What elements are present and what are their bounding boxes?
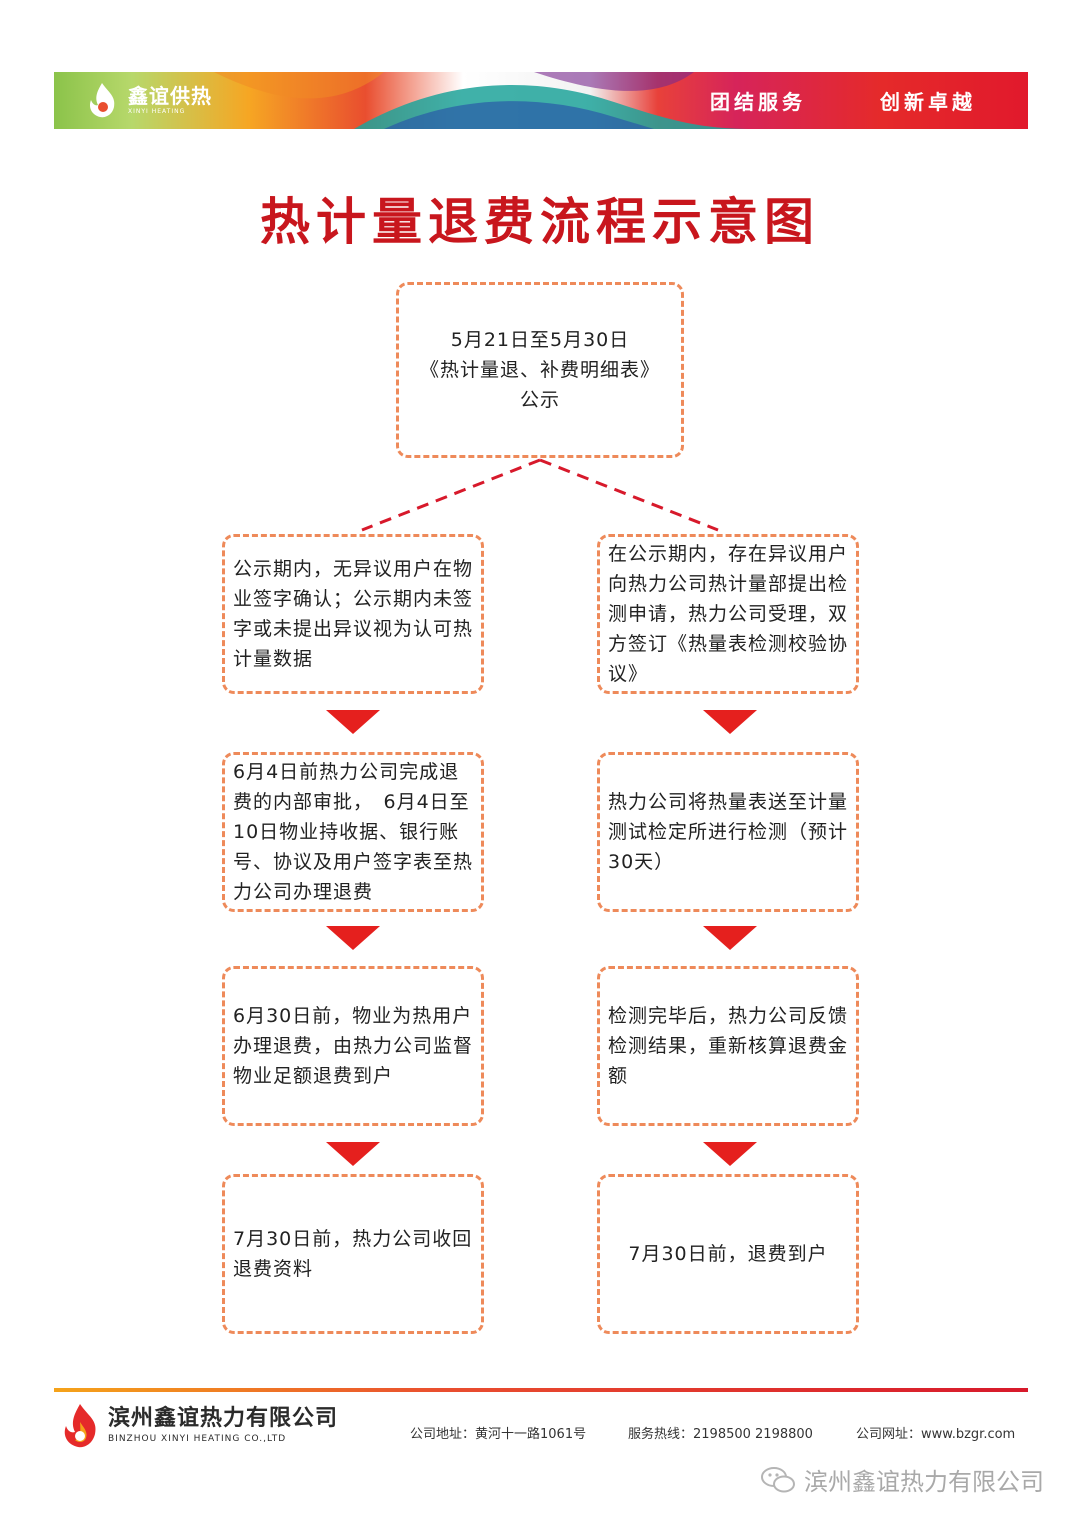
flow-left-step-1: 公示期内，无异议用户在物业签字确认；公示期内未签字或未提出异议视为认可热计量数据 [222,534,484,694]
slogan-left: 团结服务 [710,90,806,114]
arrow-down-icon [326,710,380,734]
page-title: 热计量退费流程示意图 [260,193,820,251]
top-box-line-3: 公示 [519,389,560,411]
banner-wave-decoration [214,72,754,129]
flame-logo-icon [90,83,115,118]
step-text: 热力公司将热量表送至计量测试检定所进行检测（预计30天） [608,791,849,873]
flow-right-step-2: 热力公司将热量表送至计量测试检定所进行检测（预计30天） [597,752,859,912]
flow-top-box: 5月21日至5月30日 《热计量退、补费明细表》 公示 [396,282,684,458]
arrow-down-icon [326,926,380,950]
footer-divider [54,1388,1028,1392]
header-banner [54,72,1028,129]
watermark-text: 滨州鑫谊热力有限公司 [804,1468,1044,1496]
footer-website: 公司网址：www.bzgr.com [856,1427,1016,1442]
wechat-icon [761,1466,795,1492]
step-text: 7月30日前，热力公司收回退费资料 [233,1228,473,1280]
arrow-down-icon [703,710,757,734]
step-text: 公示期内，无异议用户在物业签字确认；公示期内未签字或未提出异议视为认可热计量数据 [233,558,474,670]
step-text: 6月30日前，物业为热用户办理退费，由热力公司监督物业足额退费到户 [233,1005,474,1087]
flow-left-step-3: 6月30日前，物业为热用户办理退费，由热力公司监督物业足额退费到户 [222,966,484,1126]
flow-left-step-2: 6月4日前热力公司完成退费的内部审批， 6月4日至10日物业持收据、银行账号、协… [222,752,484,912]
flow-right-step-4: 7月30日前，退费到户 [597,1174,859,1334]
slogan-right: 创新卓越 [880,90,976,114]
connector-left-line [361,458,541,532]
arrow-down-icon [703,1142,757,1166]
footer-hotline: 服务热线：2198500 2198800 [628,1427,813,1442]
brand-name: 鑫谊供热 [128,83,212,108]
header-brand: 鑫谊供热 XINYI HEATING [82,78,212,122]
footer-logo: 滨州鑫谊热力有限公司 BINZHOU XINYI HEATING CO.,LTD [58,1402,338,1450]
flow-right-step-1: 在公示期内，存在异议用户向热力公司热计量部提出检测申请，热力公司受理，双方签订《… [597,534,859,694]
arrow-down-icon [703,926,757,950]
connector-right-line [539,458,719,532]
step-text: 检测完毕后，热力公司反馈检测结果，重新核算退费金额 [608,1005,849,1087]
top-box-line-2: 《热计量退、补费明细表》 [419,359,660,381]
footer-company-name-en: BINZHOU XINYI HEATING CO.,LTD [108,1434,287,1444]
step-text: 6月4日前热力公司完成退费的内部审批， 6月4日至10日物业持收据、银行账号、协… [233,761,474,903]
arrow-down-icon [326,1142,380,1166]
step-text: 在公示期内，存在异议用户向热力公司热计量部提出检测申请，热力公司受理，双方签订《… [608,543,849,685]
step-text: 7月30日前，退费到户 [628,1243,828,1265]
flow-right-step-3: 检测完毕后，热力公司反馈检测结果，重新核算退费金额 [597,966,859,1126]
top-box-line-1: 5月21日至5月30日 [450,329,630,351]
footer-address: 公司地址：黄河十一路1061号 [410,1427,587,1442]
brand-name-en: XINYI HEATING [128,107,186,115]
footer-company-name: 滨州鑫谊热力有限公司 [108,1406,339,1431]
flow-left-step-4: 7月30日前，热力公司收回退费资料 [222,1174,484,1334]
flame-logo-icon [64,1404,96,1448]
wechat-watermark: 滨州鑫谊热力有限公司 [760,1462,1044,1497]
